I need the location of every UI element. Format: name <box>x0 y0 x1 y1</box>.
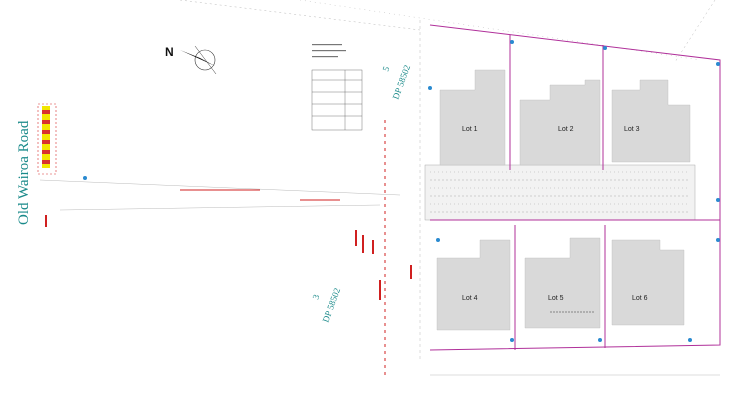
neighbour-dp-label: DP 58502 <box>390 64 412 101</box>
neighbour-lot-label: 5 <box>380 65 391 73</box>
shared-driveway <box>424 164 696 221</box>
buildings <box>436 69 691 331</box>
title-block-notes <box>312 44 346 58</box>
lot-label: Lot 5 <box>548 295 564 302</box>
building-lot-5 <box>524 237 601 329</box>
road-name-label: Old Wairoa Road <box>16 120 32 225</box>
north-arrow-icon: N <box>165 45 217 75</box>
road-widening-strip <box>37 103 57 175</box>
background-linework <box>39 0 720 376</box>
lot-label: Lot 4 <box>462 295 478 302</box>
building-lot-3 <box>611 79 691 163</box>
neighbour-lot-label: 3 <box>310 293 321 301</box>
lot-label: Lot 3 <box>624 126 640 133</box>
lot-boundaries <box>429 24 721 351</box>
neighbour-dp-label: DP 58502 <box>320 287 342 324</box>
building-lot-1 <box>439 69 506 166</box>
lot-label: Lot 6 <box>632 295 648 302</box>
lot-label: Lot 2 <box>558 126 574 133</box>
legend-table <box>311 69 363 131</box>
building-lot-4 <box>436 239 511 331</box>
lot-label: Lot 1 <box>462 126 478 133</box>
survey-marks <box>83 40 720 342</box>
building-lot-6 <box>611 239 685 326</box>
markup-lines <box>180 120 386 375</box>
building-lot-2 <box>519 79 601 166</box>
north-label: N <box>165 45 174 59</box>
red-annotations <box>45 215 412 300</box>
